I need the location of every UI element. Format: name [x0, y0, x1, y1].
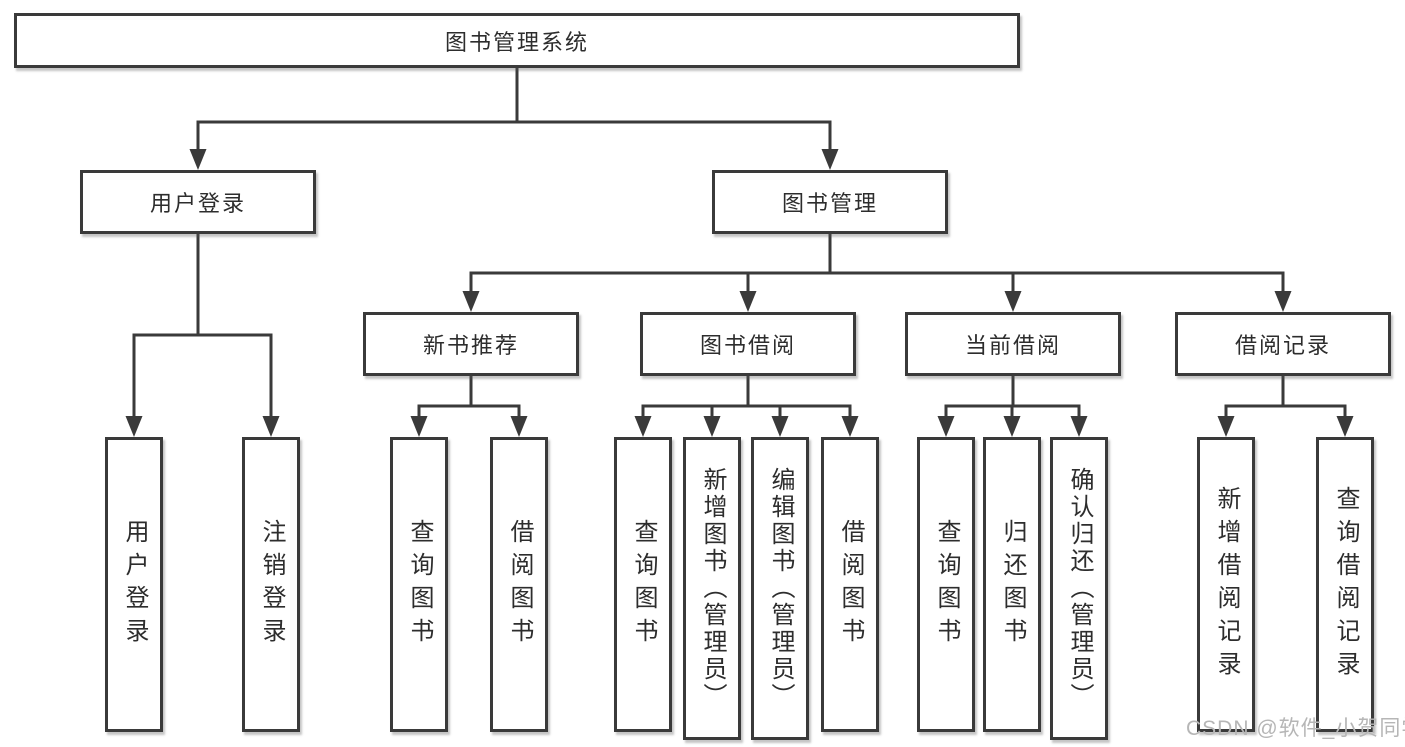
- node-leaf-edit-book-admin: 编辑图书（管理员）: [751, 437, 809, 740]
- node-book-borrowing-label: 图书借阅: [699, 333, 796, 358]
- node-borrowing-records: 借阅记录: [1175, 312, 1391, 376]
- node-leaf-confirm-return-admin: 确认归还（管理员）: [1050, 437, 1108, 740]
- node-user-login: 用户登录: [80, 170, 316, 234]
- node-leaf-user-login-label: 用户登录: [121, 518, 148, 651]
- node-leaf-add-borrow-record: 新增借阅记录: [1197, 437, 1255, 732]
- node-leaf-return-book: 归还图书: [983, 437, 1041, 732]
- arrowhead: [841, 416, 859, 437]
- arrowhead: [1336, 416, 1354, 437]
- node-leaf-query-book-3-label: 查询图书: [933, 518, 960, 651]
- arrowhead: [821, 149, 839, 170]
- node-leaf-confirm-return-admin-label: 确认归还（管理员）: [1066, 467, 1093, 710]
- node-new-book-recommend: 新书推荐: [363, 312, 579, 376]
- node-current-borrowing-label: 当前借阅: [964, 333, 1061, 358]
- node-user-login-label: 用户登录: [149, 191, 246, 216]
- node-leaf-logout: 注销登录: [242, 437, 300, 732]
- node-leaf-edit-book-admin-label: 编辑图书（管理员）: [767, 467, 794, 710]
- node-system-root: 图书管理系统: [14, 13, 1020, 68]
- arrowhead: [462, 291, 480, 312]
- csdn-watermark: CSDN @软件_小贺同学: [1186, 717, 1405, 740]
- arrowhead: [510, 416, 528, 437]
- connector-borrow-record-group: [1224, 374, 1347, 419]
- node-book-borrowing: 图书借阅: [640, 312, 856, 376]
- arrowhead: [1004, 291, 1022, 312]
- arrowhead: [937, 416, 955, 437]
- connector-current-borrow-group: [944, 374, 1081, 419]
- arrowhead: [1003, 416, 1021, 437]
- connector-root-to-level2: [196, 66, 832, 152]
- node-current-borrowing: 当前借阅: [905, 312, 1121, 376]
- arrowhead: [189, 149, 207, 170]
- arrowhead: [739, 291, 757, 312]
- node-leaf-query-book-3: 查询图书: [917, 437, 975, 732]
- connector-book-borrow-group: [641, 374, 852, 419]
- arrowhead: [771, 416, 789, 437]
- node-leaf-query-borrow-record: 查询借阅记录: [1316, 437, 1374, 732]
- arrowhead: [1217, 416, 1235, 437]
- node-leaf-query-book-1: 查询图书: [390, 437, 448, 732]
- arrowhead: [1274, 291, 1292, 312]
- node-leaf-logout-label: 注销登录: [258, 518, 285, 651]
- connector-book-mgmt-group: [469, 232, 1285, 294]
- arrowhead: [125, 416, 143, 437]
- node-leaf-query-book-1-label: 查询图书: [406, 518, 433, 651]
- node-leaf-borrow-book-2-label: 借阅图书: [837, 518, 864, 651]
- connector-new-book-group: [417, 374, 521, 419]
- node-leaf-add-borrow-record-label: 新增借阅记录: [1213, 485, 1240, 684]
- node-new-book-recommend-label: 新书推荐: [422, 333, 519, 358]
- node-leaf-borrow-book-1: 借阅图书: [490, 437, 548, 732]
- node-leaf-user-login: 用户登录: [105, 437, 163, 732]
- node-leaf-borrow-book-1-label: 借阅图书: [506, 518, 533, 651]
- arrowhead: [262, 416, 280, 437]
- node-book-management: 图书管理: [712, 170, 948, 234]
- node-leaf-query-book-2-label: 查询图书: [630, 518, 657, 651]
- node-leaf-query-borrow-record-label: 查询借阅记录: [1332, 485, 1359, 684]
- node-leaf-borrow-book-2: 借阅图书: [821, 437, 879, 732]
- arrowhead: [703, 416, 721, 437]
- node-book-management-label: 图书管理: [781, 191, 878, 216]
- node-borrowing-records-label: 借阅记录: [1234, 333, 1331, 358]
- arrowhead: [410, 416, 428, 437]
- node-leaf-return-book-label: 归还图书: [999, 518, 1026, 651]
- node-system-root-label: 图书管理系统: [444, 29, 589, 55]
- arrowhead: [634, 416, 652, 437]
- connector-user-login-group: [132, 232, 273, 419]
- node-leaf-query-book-2: 查询图书: [614, 437, 672, 732]
- node-leaf-add-book-admin-label: 新增图书（管理员）: [699, 467, 726, 710]
- node-leaf-add-book-admin: 新增图书（管理员）: [683, 437, 741, 740]
- arrowhead: [1070, 416, 1088, 437]
